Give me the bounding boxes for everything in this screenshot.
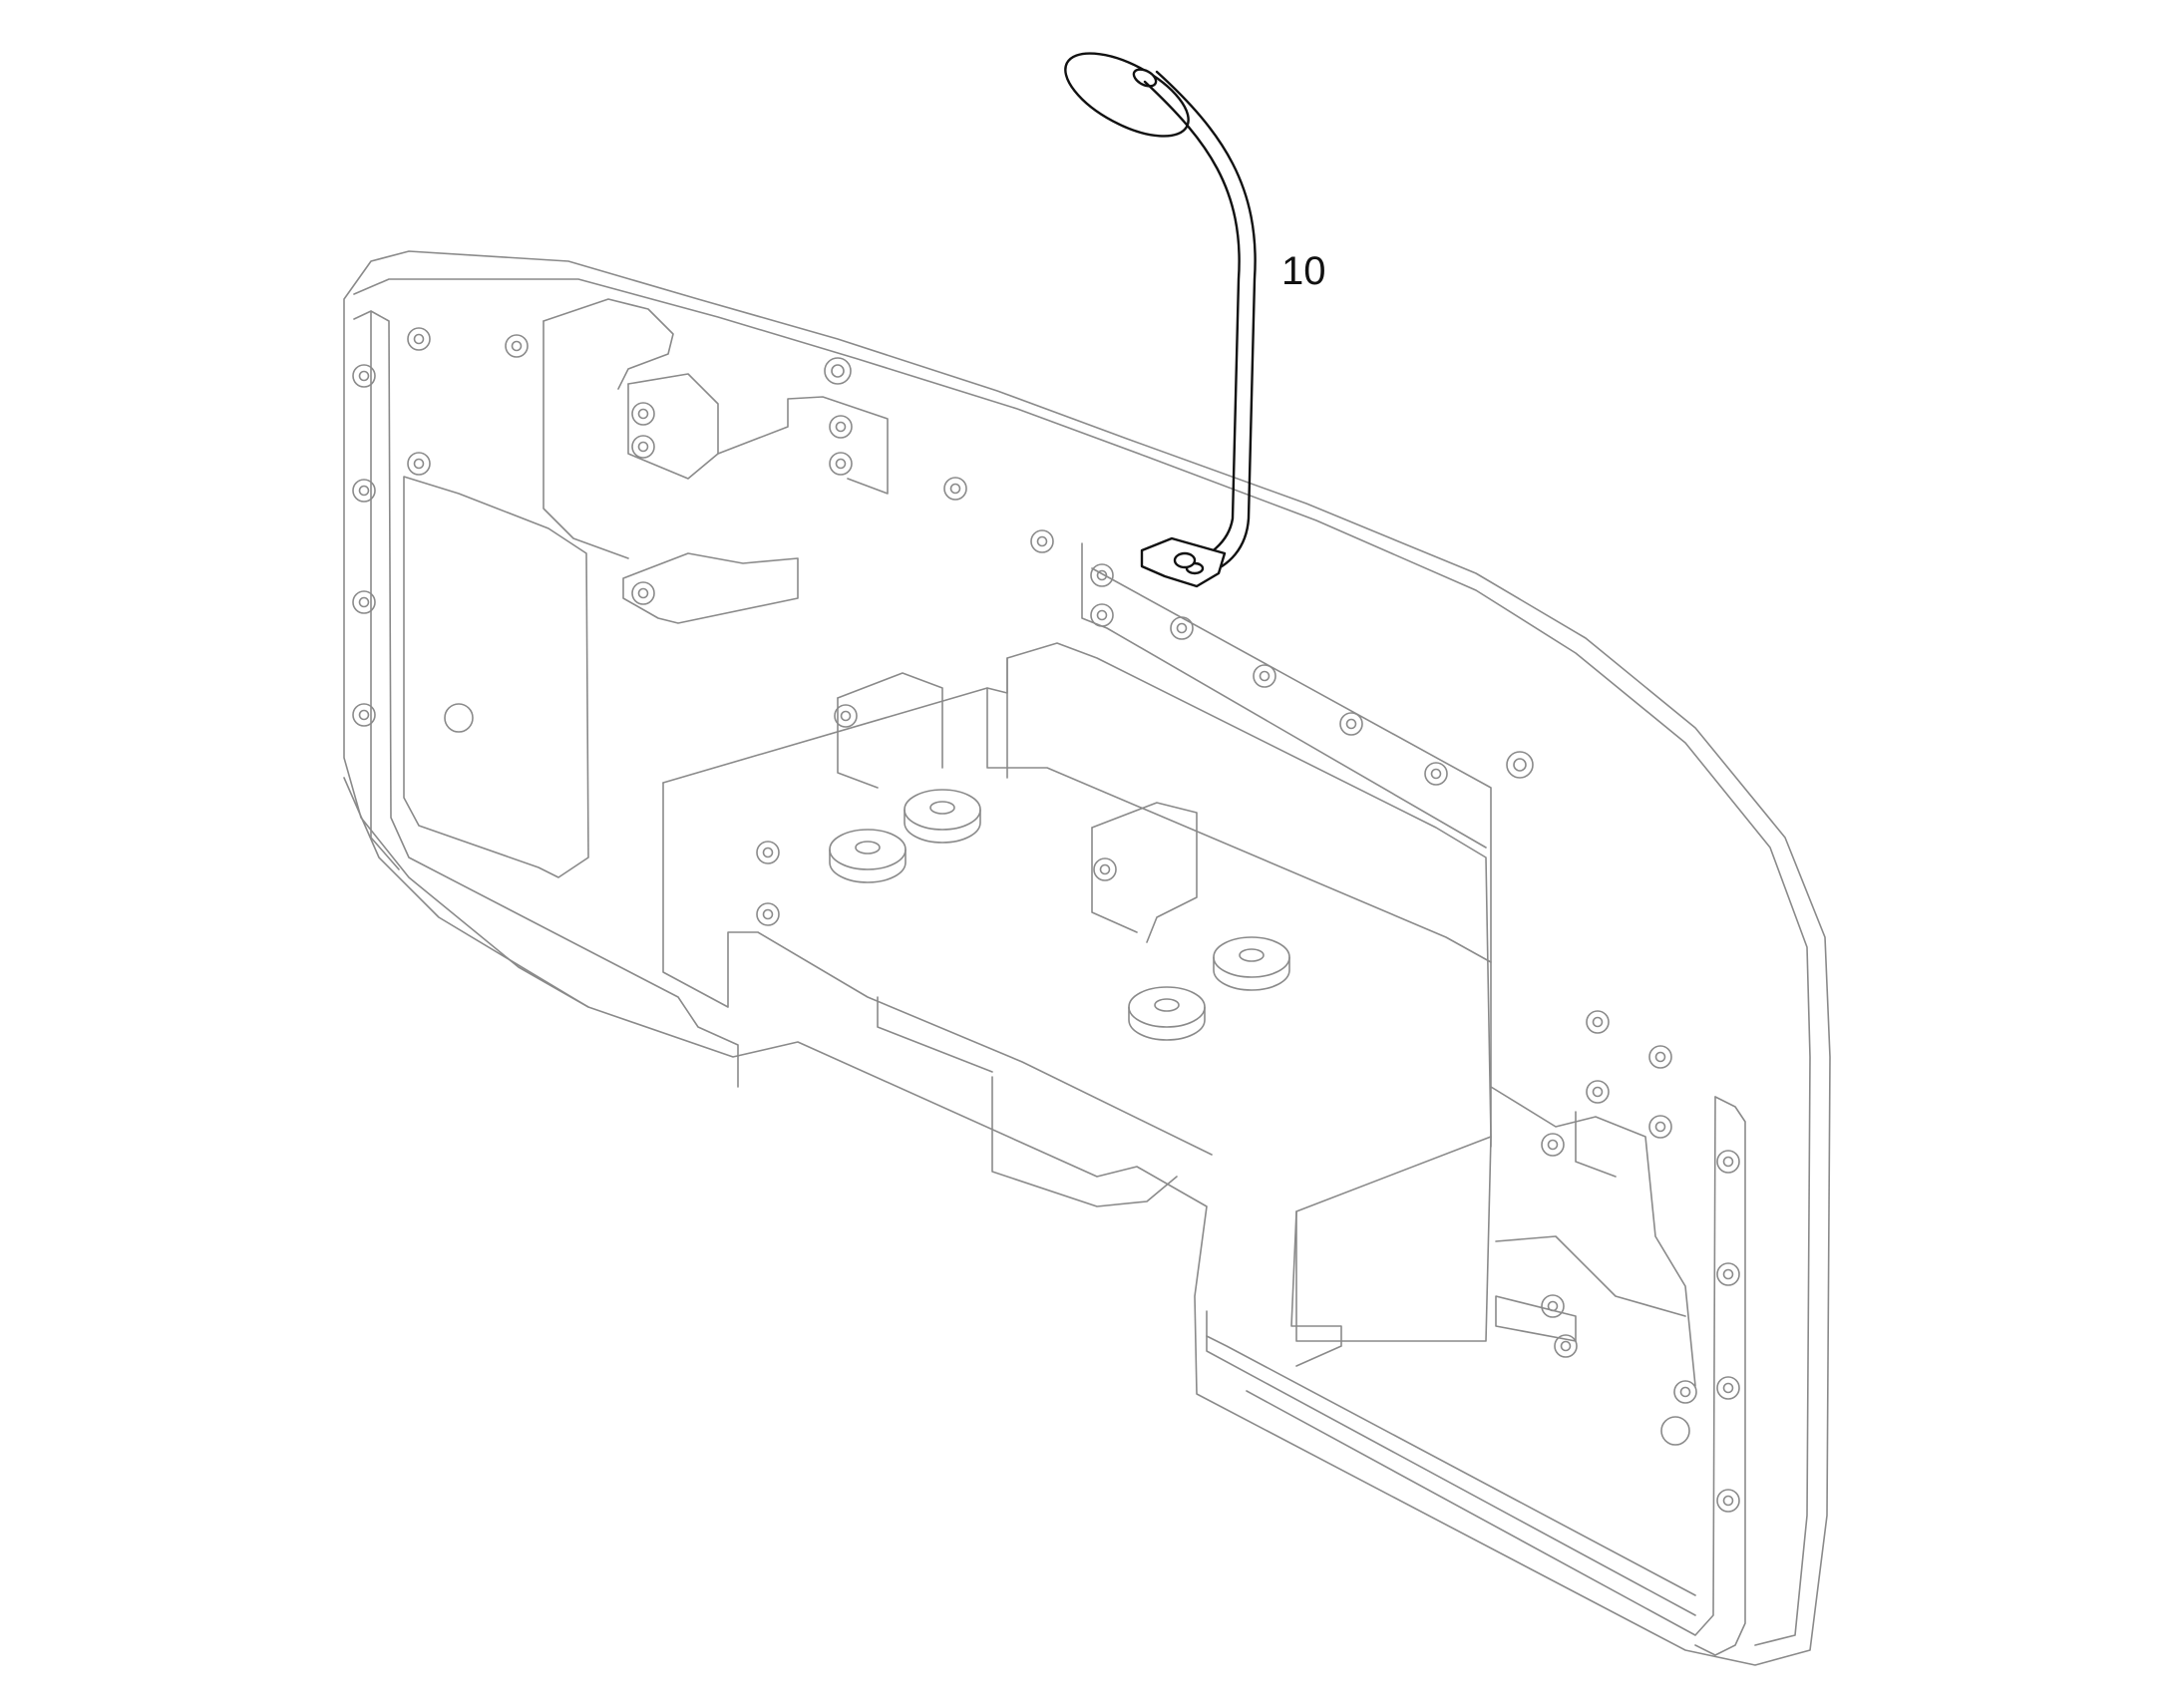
bolt-hole-icon [1253, 664, 1276, 688]
bolt-hole-icon [352, 590, 376, 614]
bolt-hole-icon [1716, 1150, 1740, 1174]
bolt-hole-icon [1170, 616, 1194, 640]
bolt-hole-icon [834, 704, 858, 728]
bolt-hole-icon [352, 703, 376, 727]
bolt-hole-icon [824, 357, 852, 385]
bolt-hole-icon [1716, 1376, 1740, 1400]
bolt-hole-icon [756, 902, 780, 926]
dipstick-tube-end [1173, 551, 1197, 569]
bolt-hole-icon [407, 327, 431, 351]
bolt-holes [352, 327, 1740, 1513]
bolt-hole-icon [1648, 1045, 1672, 1069]
bolt-hole-icon [1090, 603, 1114, 627]
bolt-hole-icon [1093, 857, 1117, 881]
bolt-hole-icon [829, 452, 853, 476]
bolt-hole-icon [352, 364, 376, 388]
dipstick-tube[interactable] [1053, 37, 1257, 588]
bolt-hole-icon [631, 581, 655, 605]
bolt-hole-icon [1424, 762, 1448, 786]
dipstick-cap-knob [1132, 68, 1158, 88]
bolt-hole-icon [1030, 529, 1054, 553]
bolt-hole-icon [407, 452, 431, 476]
bosses [829, 789, 1290, 1041]
bolt-hole-icon [352, 479, 376, 503]
bolt-hole-icon [631, 402, 655, 426]
bolt-hole-icon [1716, 1489, 1740, 1513]
bolt-hole-icon [1716, 1262, 1740, 1286]
boss-icon [1213, 936, 1290, 991]
boss-icon [829, 829, 907, 883]
dipstick-tube-body [1143, 80, 1241, 565]
bolt-hole-icon [1339, 712, 1363, 736]
bolt-hole-icon [1586, 1010, 1610, 1034]
bolt-hole-icon [1090, 563, 1114, 587]
bolt-hole-icon [631, 435, 655, 459]
bolt-hole-icon [943, 477, 967, 501]
bolt-hole-icon [1554, 1334, 1578, 1358]
housing-outline [343, 250, 1831, 1666]
boss-icon [1128, 986, 1206, 1041]
callout-label-10: 10 [1281, 249, 1326, 293]
bolt-hole-icon [1506, 751, 1534, 779]
dipstick-cap [1064, 52, 1190, 138]
bolt-hole-icon [505, 334, 529, 358]
bolt-hole-icon [1673, 1380, 1697, 1404]
bolt-hole-icon [1586, 1080, 1610, 1104]
dipstick-tube-body-inner [1155, 70, 1257, 575]
bolt-hole-icon [829, 415, 853, 439]
bolt-hole-icon [1541, 1133, 1565, 1157]
boss-icon [904, 789, 981, 844]
bolt-hole-icon [756, 841, 780, 864]
bolt-hole-icon [1541, 1294, 1565, 1318]
bolt-hole-icon [1648, 1115, 1672, 1139]
